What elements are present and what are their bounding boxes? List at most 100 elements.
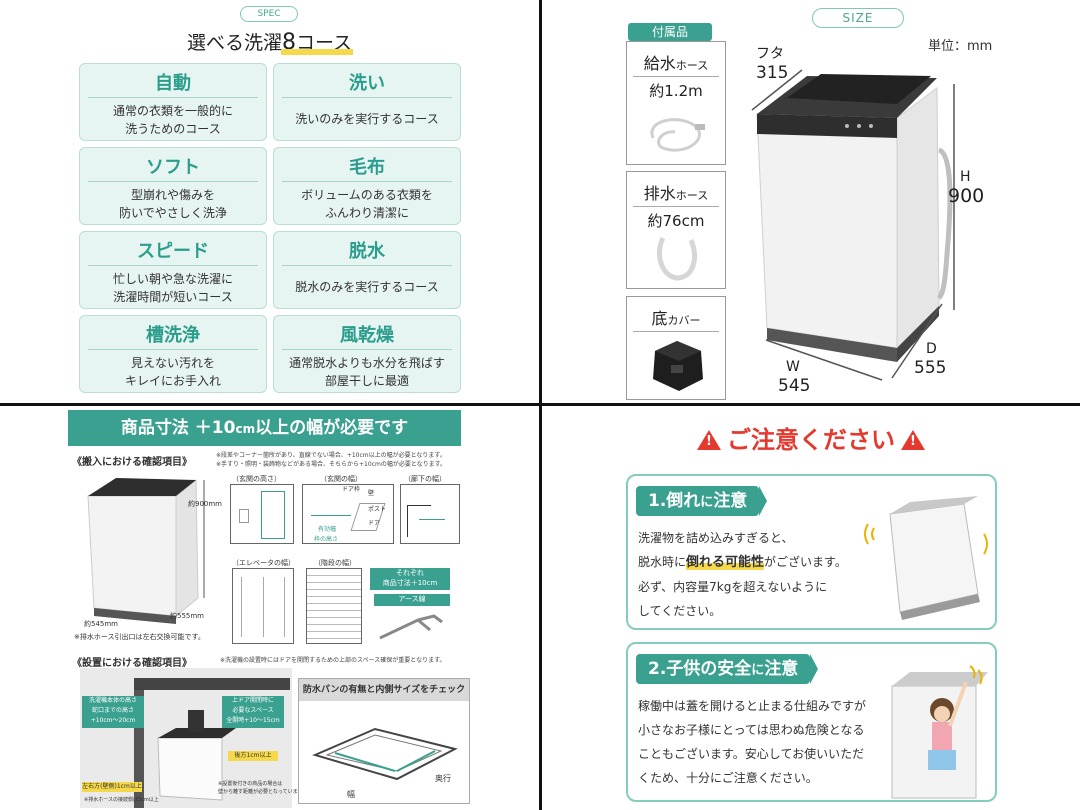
course-card: 洗い洗いのみを実行するコース: [273, 63, 461, 141]
rear-note: ※設置後付きの商品の場合は 壁から離す距離が必要となっています。: [218, 781, 308, 795]
course-desc: ボリュームのある衣類を ふんわり清潔に: [301, 188, 433, 220]
elevator-width-label: （エレベータの幅）: [232, 559, 295, 567]
horizontal-divider: [0, 403, 1080, 406]
each-b: 商品寸法＋10cm: [382, 579, 438, 587]
spec-panel: SPEC 選べる洗濯8コース 自動通常の衣類を一般的に 洗うためのコース 洗い洗…: [0, 0, 539, 403]
carry-depth: 約555mm: [170, 612, 204, 620]
carry-heading: 《搬入における確認項目》: [72, 457, 192, 468]
tilting-machine-image: [864, 496, 988, 620]
course-name: 洗い: [349, 73, 385, 94]
c1-line4: してください。: [638, 604, 722, 618]
entrance-width-label: （玄関の幅）: [320, 475, 362, 483]
frame-height-label: 枠の高さ: [314, 536, 339, 543]
stairs-width-diagram: [306, 568, 362, 644]
unit-label: 単位：mm: [928, 39, 993, 54]
each-size-note: それぞれ商品寸法＋10cm: [370, 568, 450, 590]
accessory-value: 約76cm: [647, 212, 705, 230]
earth-wire-icon: [379, 614, 443, 640]
spec-title: 選べる洗濯8コース: [0, 28, 539, 55]
carry-height: 約900mm: [188, 500, 222, 508]
course-rule: [88, 349, 258, 350]
spec-title-num: 8: [281, 30, 296, 55]
tip-over-card: 1.倒れに注意 洗濯物を詰め込みすぎると、 脱水時に倒れる可能性がございます。 …: [626, 474, 997, 630]
warning-icon: [901, 430, 925, 450]
child-machine-image: [891, 665, 988, 799]
c1-line2b: がございます。: [764, 555, 847, 569]
entrance-height-diagram: [230, 484, 294, 544]
tip-over-heading: 1.倒れに注意: [636, 486, 768, 516]
side-note: ※排水ホースの接続側は5cm以上: [84, 797, 159, 803]
child-safety-heading: 2.子供の安全に注意: [636, 654, 819, 684]
waterproof-pan-image: [312, 727, 458, 781]
course-desc: 見えない汚れを キレイにお手入れ: [124, 356, 221, 388]
drain-hose-icon: [657, 236, 697, 281]
c2-head-a: 2.子供の安全: [648, 659, 752, 679]
c2-head-c: 注意: [764, 659, 799, 679]
width-value: 545: [778, 376, 811, 396]
stairs-width-label: （階段の幅）: [314, 559, 356, 567]
course-name: スピード: [137, 241, 209, 262]
setup-heading: 《設置における確認項目》: [72, 658, 192, 669]
entrance-width-diagram: [302, 484, 394, 544]
elevator-width-diagram: [232, 568, 294, 644]
spec-tag: SPEC: [240, 6, 298, 22]
accessory-name: 底カバー: [627, 305, 725, 329]
effective-width-label: 有効幅: [318, 526, 337, 533]
hose-note: ※排水ホース引出口は左右交換可能です。: [74, 633, 205, 641]
course-rule: [88, 265, 258, 266]
door-space-box: 上ドア開閉時に 必要なスペース 全開時+10〜15cm: [222, 696, 284, 728]
c1-line3: 必ず、内容量7kgを超えないように: [638, 580, 828, 594]
accessory-tag: 付属品: [628, 23, 712, 41]
dimension-lines: [751, 69, 955, 381]
wall-label: 壁: [368, 490, 375, 497]
carry-width: 約545mm: [84, 620, 118, 628]
door-label: ドア: [368, 520, 381, 527]
accessory-name-main: 底: [651, 309, 668, 328]
course-rule: [282, 349, 452, 350]
c1-line1: 洗濯物を詰め込みすぎると、: [638, 531, 794, 545]
course-rule: [282, 181, 452, 182]
course-name: 脱水: [349, 241, 385, 262]
c1-head-a: 1.倒れ: [648, 491, 701, 511]
banner-part-b: 以上の幅が必要です: [255, 418, 409, 438]
carry-note-1: ※段差やコーナー箇所があり、直線でない場合、+10cm以上の幅が必要となります。: [216, 452, 446, 459]
course-desc: 通常の衣類を一般的に 洗うためのコース: [112, 104, 233, 136]
course-card: 脱水脱水のみを実行するコース: [273, 231, 461, 309]
earth-wire-label: アース線: [374, 594, 450, 606]
warning-icon: [697, 430, 721, 450]
course-rule: [88, 181, 258, 182]
course-name: 毛布: [349, 157, 385, 178]
course-desc: 洗いのみを実行するコース: [295, 112, 439, 126]
course-rule: [282, 265, 452, 266]
course-name: 自動: [155, 73, 191, 94]
course-card: スピード忙しい朝や急な洗濯に 洗濯時間が短いコース: [79, 231, 267, 309]
accessory-rule: [633, 76, 719, 77]
c2-head-b: に: [751, 663, 765, 678]
setup-note: ※洗濯機の設置時にはドアを開閉するための上部のスペース確保が重要となります。: [220, 657, 446, 664]
accessory-name-suffix: ホース: [675, 189, 709, 202]
each-a: それぞれ: [396, 569, 424, 577]
accessory-rule: [633, 331, 719, 332]
entrance-height-label: （玄関の高さ）: [232, 475, 281, 483]
post-label: ポスト: [368, 506, 387, 513]
width-label: W: [786, 359, 800, 375]
caution-title-text: ご注意ください: [727, 426, 895, 454]
course-card: 槽洗浄見えない汚れを キレイにお手入れ: [79, 315, 267, 393]
course-rule: [88, 97, 258, 98]
side-clearance: 左右方(壁側)1cm以上: [82, 782, 142, 792]
accessory-card: 排水ホース 約76cm: [626, 171, 726, 289]
spec-title-post: コース: [295, 32, 353, 54]
pan-width: 幅: [347, 790, 355, 799]
course-card: 風乾燥通常脱水よりも水分を飛ばす 部屋干しに最適: [273, 315, 461, 393]
c1-head-b: に: [700, 495, 714, 510]
course-name: 槽洗浄: [146, 325, 200, 346]
height-space-box: 洗濯機本体の高さ 蛇口までの高さ +10cm〜20cm: [82, 696, 144, 728]
course-name: ソフト: [146, 157, 200, 178]
supply-hose-icon: [650, 118, 705, 152]
course-name: 風乾燥: [340, 325, 394, 346]
carry-note-2: ※手すり・照明・装飾物などがある場合、そちらから+10cmの幅が必要となります。: [216, 461, 447, 468]
